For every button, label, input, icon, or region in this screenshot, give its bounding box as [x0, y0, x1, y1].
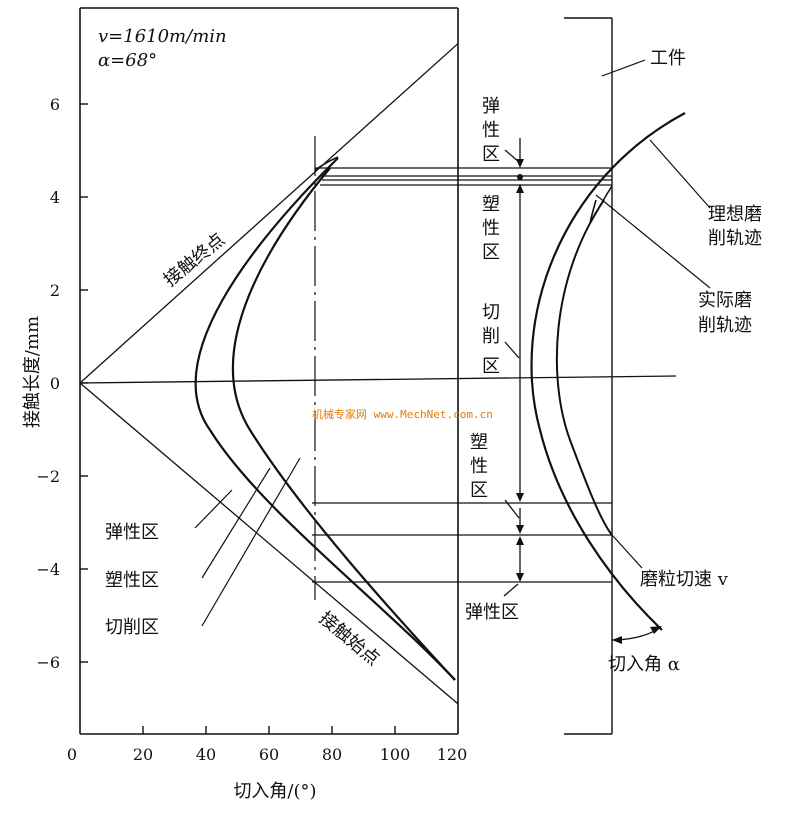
left-cutting-label: 切削区 — [105, 617, 159, 638]
y-axis-title: 接触长度/mm — [22, 316, 43, 428]
ideal-label-line2: 削轨迹 — [708, 228, 762, 249]
ideal-trajectory — [530, 112, 686, 631]
mid-bottom-plastic-2: 性 — [470, 456, 488, 477]
y-tick-label: −6 — [36, 653, 60, 672]
mid-top-elastic-2: 性 — [482, 120, 500, 141]
zero-line — [79, 375, 677, 384]
contact-end-line — [79, 43, 459, 384]
left-elastic-label: 弹性区 — [105, 522, 159, 543]
actual-leader — [595, 194, 711, 289]
y-tick-label: 2 — [50, 281, 60, 300]
mid-top-elastic-1: 弹 — [482, 96, 500, 117]
mid-bottom-elastic: 弹性区 — [465, 602, 519, 623]
actual-label-line1: 实际磨 — [698, 290, 752, 311]
mid-cutting-2: 削 — [482, 326, 500, 347]
inner-boundary-curve — [231, 167, 456, 681]
zone-lines — [312, 167, 612, 583]
cut-angle-label: 切入角 α — [608, 654, 680, 675]
speed-param: v=1610m/min — [98, 26, 227, 47]
workpiece-label: 工件 — [650, 48, 686, 69]
mid-bottom-plastic-3: 区 — [470, 480, 488, 501]
mid-cutting-1: 切 — [482, 302, 500, 323]
ideal-label-line1: 理想磨 — [708, 204, 762, 225]
watermark: 机械专家网 www.MechNet.com.cn — [312, 407, 493, 421]
grain-speed-label: 磨粒切速 v — [640, 569, 729, 590]
left-plastic-label: 塑性区 — [105, 570, 159, 591]
contact-end-label: 接触终点 — [160, 229, 229, 291]
contact-start-label: 接触始点 — [315, 608, 384, 670]
mid-top-plastic-3: 区 — [482, 242, 500, 263]
ideal-leader — [649, 139, 711, 209]
cut-angle-arrowhead — [650, 626, 662, 634]
contact-start-line — [79, 382, 459, 705]
y-tick-label: 4 — [50, 188, 60, 207]
x-axis-title: 切入角/(°) — [233, 781, 316, 802]
zone-arrowheads — [516, 159, 524, 582]
left-zone-leaders — [194, 457, 301, 627]
angle-param: α=68° — [98, 50, 157, 71]
x-tick-label: 120 — [437, 745, 468, 764]
mid-top-plastic-1: 塑 — [482, 194, 500, 215]
outer-boundary-curve — [194, 157, 456, 681]
x-tick-label: 100 — [380, 745, 411, 764]
actual-trajectory-cusp — [589, 185, 613, 223]
x-tick-label: 0 — [67, 745, 77, 764]
mid-top-elastic-3: 区 — [482, 144, 500, 165]
x-tick-label: 60 — [259, 745, 279, 764]
workpiece-leader — [601, 59, 646, 77]
y-tick-label: 0 — [50, 374, 60, 393]
x-tick-label: 40 — [196, 745, 216, 764]
grain-speed-leader — [611, 534, 643, 569]
mid-bottom-plastic-1: 塑 — [470, 432, 488, 453]
cut-angle-arrowhead — [612, 636, 622, 644]
y-tick-label: −2 — [36, 467, 60, 486]
y-tick-label: 6 — [50, 95, 60, 114]
mid-cutting-3: 区 — [482, 356, 500, 377]
mid-top-plastic-2: 性 — [482, 218, 500, 239]
actual-trajectory — [555, 199, 613, 536]
actual-label-line2: 削轨迹 — [698, 315, 752, 336]
x-tick-label: 20 — [133, 745, 153, 764]
axis-ticks — [80, 103, 396, 734]
workpiece-frame — [564, 17, 613, 735]
x-tick-label: 80 — [322, 745, 342, 764]
y-tick-label: −4 — [36, 560, 60, 579]
